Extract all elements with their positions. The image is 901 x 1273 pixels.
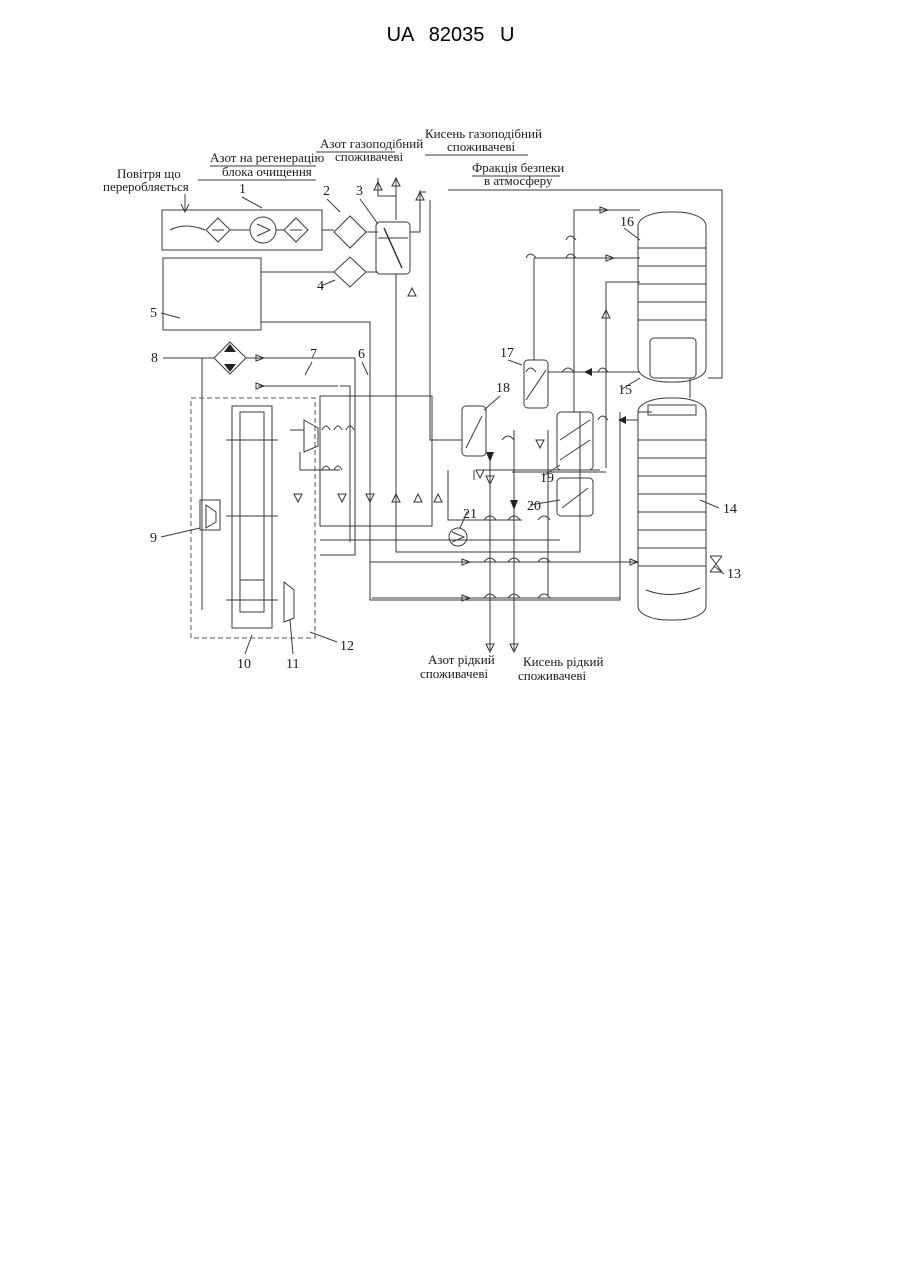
callout-17: 17 <box>500 346 514 361</box>
heat-exchanger-20 <box>557 478 593 516</box>
nitrogen-regen-label-1: Азот на регенерацію <box>210 150 324 165</box>
block-5 <box>163 258 261 330</box>
callout-14: 14 <box>723 502 737 517</box>
callout-8: 8 <box>151 351 158 366</box>
safety-fraction-label-2: в атмосферу <box>484 173 553 188</box>
callout-15: 15 <box>618 383 632 398</box>
expander-11 <box>284 582 294 622</box>
heat-exchanger-8 <box>202 342 355 510</box>
heat-exchanger-19 <box>557 412 593 470</box>
heat-exchanger-17 <box>524 360 548 408</box>
expander-7 <box>304 420 318 452</box>
callout-12: 12 <box>340 639 354 654</box>
oxygen-gas-label-2: споживачеві <box>447 139 516 154</box>
callout-20: 20 <box>527 499 541 514</box>
heat-exchanger-18 <box>462 406 486 456</box>
filter-2 <box>322 216 378 248</box>
callout-13: 13 <box>727 567 741 582</box>
callout-2: 2 <box>323 184 330 199</box>
callout-3: 3 <box>356 184 363 199</box>
main-heat-exchanger-6 <box>320 396 432 526</box>
callout-4: 4 <box>317 279 324 294</box>
coldbox-dashed-enclosure <box>191 398 315 638</box>
callout-16: 16 <box>620 215 634 230</box>
column-10 <box>226 406 278 628</box>
column-14 <box>638 398 706 620</box>
callout-5: 5 <box>150 306 157 321</box>
callout-11: 11 <box>286 657 299 672</box>
flow-arrows <box>256 178 638 652</box>
callout-1: 1 <box>239 182 246 197</box>
oxygen-liquid-label-2: споживачеві <box>518 668 587 683</box>
air-inlet-label-2: переробляється <box>103 179 189 194</box>
pump-21 <box>449 528 467 546</box>
oxygen-liquid-label-1: Кисень рідкий <box>523 654 603 669</box>
callout-9: 9 <box>150 531 157 546</box>
callout-6: 6 <box>358 347 365 362</box>
condenser-15 <box>650 338 696 378</box>
callout-7: 7 <box>310 347 317 362</box>
nitrogen-gas-label-2: споживачеві <box>335 149 404 164</box>
nitrogen-liquid-label-2: споживачеві <box>420 666 489 681</box>
adsorber-3 <box>376 222 410 274</box>
callout-10: 10 <box>237 657 251 672</box>
callout-18: 18 <box>496 381 510 396</box>
expander-9 <box>200 500 220 530</box>
nitrogen-liquid-label-1: Азот рідкий <box>428 652 495 667</box>
valve-13 <box>710 556 722 572</box>
compressor-block-1 <box>162 210 322 250</box>
